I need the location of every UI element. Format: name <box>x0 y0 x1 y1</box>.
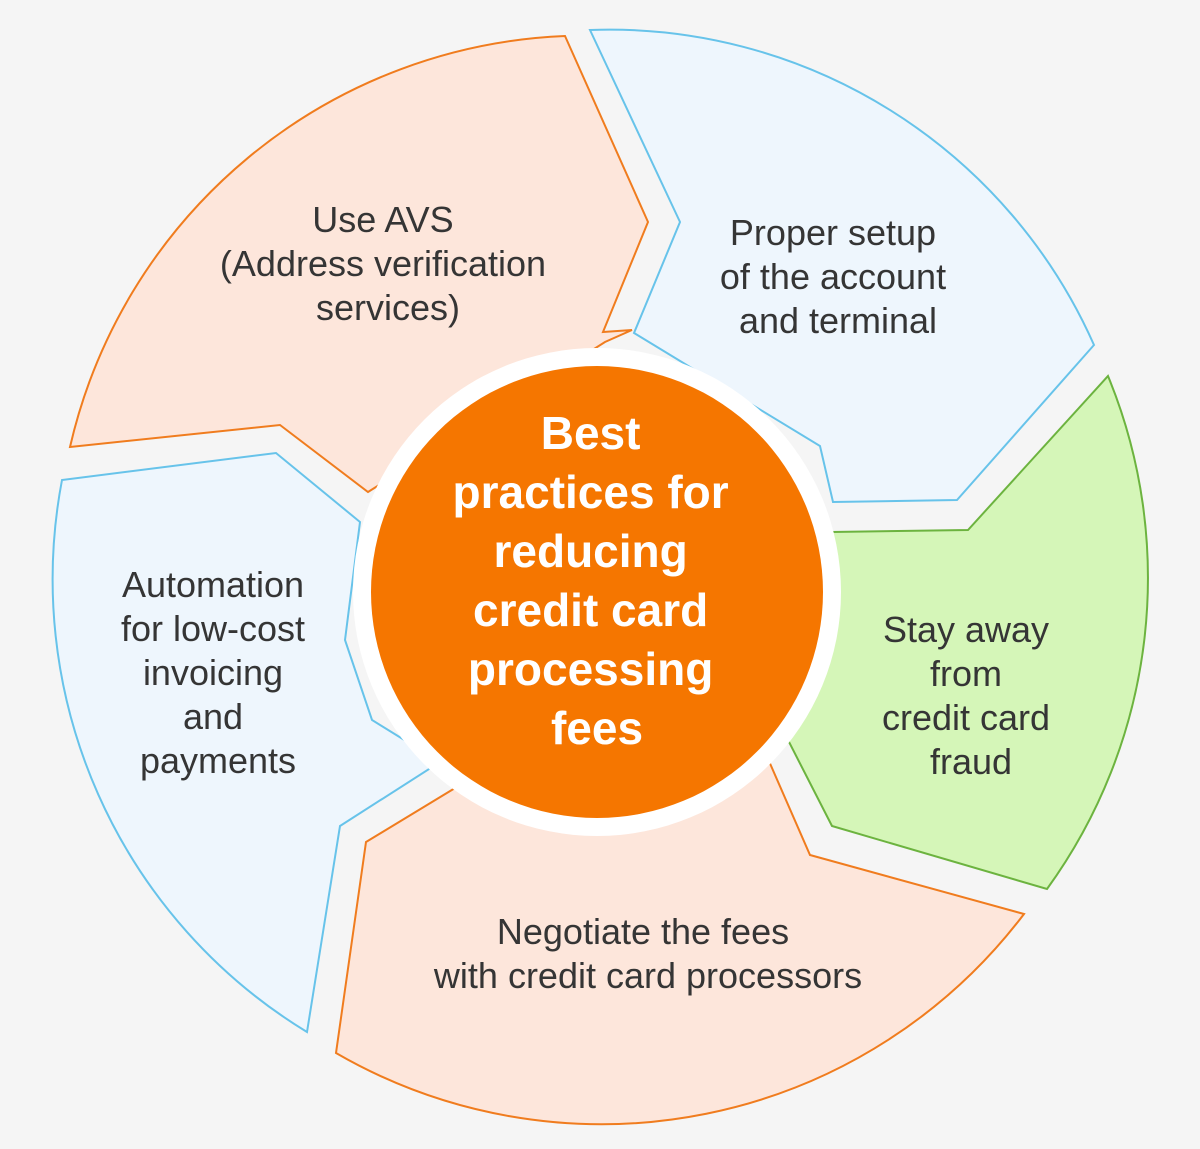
segment-automation-line-3: invoicing <box>143 652 283 693</box>
segment-fraud-line-3: credit card <box>882 697 1050 738</box>
segment-negotiate-line-1: Negotiate the fees <box>497 911 789 952</box>
segment-negotiate-shape <box>334 750 1026 1126</box>
segment-automation-shape <box>51 451 442 1034</box>
segment-automation-line-5: payments <box>140 740 296 781</box>
segment-fraud-line-1: Stay away <box>883 609 1049 650</box>
segment-negotiate-line-2: with credit card processors <box>433 955 862 996</box>
segment-fraud-shape <box>786 374 1149 891</box>
center-title-line-6: fees <box>551 702 643 754</box>
segment-setup-line-1: Proper setup <box>730 212 936 253</box>
segment-avs-text: Use AVS (Address verification services) <box>220 199 556 328</box>
segment-avs-line-2: (Address verification <box>220 243 546 284</box>
segment-setup-shape <box>588 28 1096 504</box>
center-title-line-2: practices for <box>453 466 729 518</box>
segment-fraud-line-2: from <box>930 653 1002 694</box>
segment-negotiate-text: Negotiate the fees with credit card proc… <box>433 911 862 996</box>
segment-fraud-text: Stay away from credit card fraud <box>882 609 1060 782</box>
segment-automation-line-4: and <box>183 696 243 737</box>
segment-avs-line-1: Use AVS <box>312 199 453 240</box>
segment-setup-line-3: and terminal <box>739 300 937 341</box>
segment-automation-line-2: for low-cost <box>121 608 305 649</box>
segment-setup-line-2: of the account <box>720 256 946 297</box>
center-title-line-5: processing <box>468 643 713 695</box>
center-circle <box>371 366 823 818</box>
segment-fraud-line-4: fraud <box>930 741 1012 782</box>
center-title-line-1: Best <box>541 407 641 459</box>
segment-automation-text: Automation for low-cost invoicing and pa… <box>121 564 315 781</box>
segment-automation-line-1: Automation <box>122 564 304 605</box>
center-title: Best practices for reducing credit card … <box>453 407 742 754</box>
center-title-line-4: credit card <box>473 584 708 636</box>
segment-avs-line-3: services) <box>316 287 460 328</box>
segment-setup-text: Proper setup of the account and terminal <box>720 212 956 341</box>
center-title-line-3: reducing <box>493 525 687 577</box>
